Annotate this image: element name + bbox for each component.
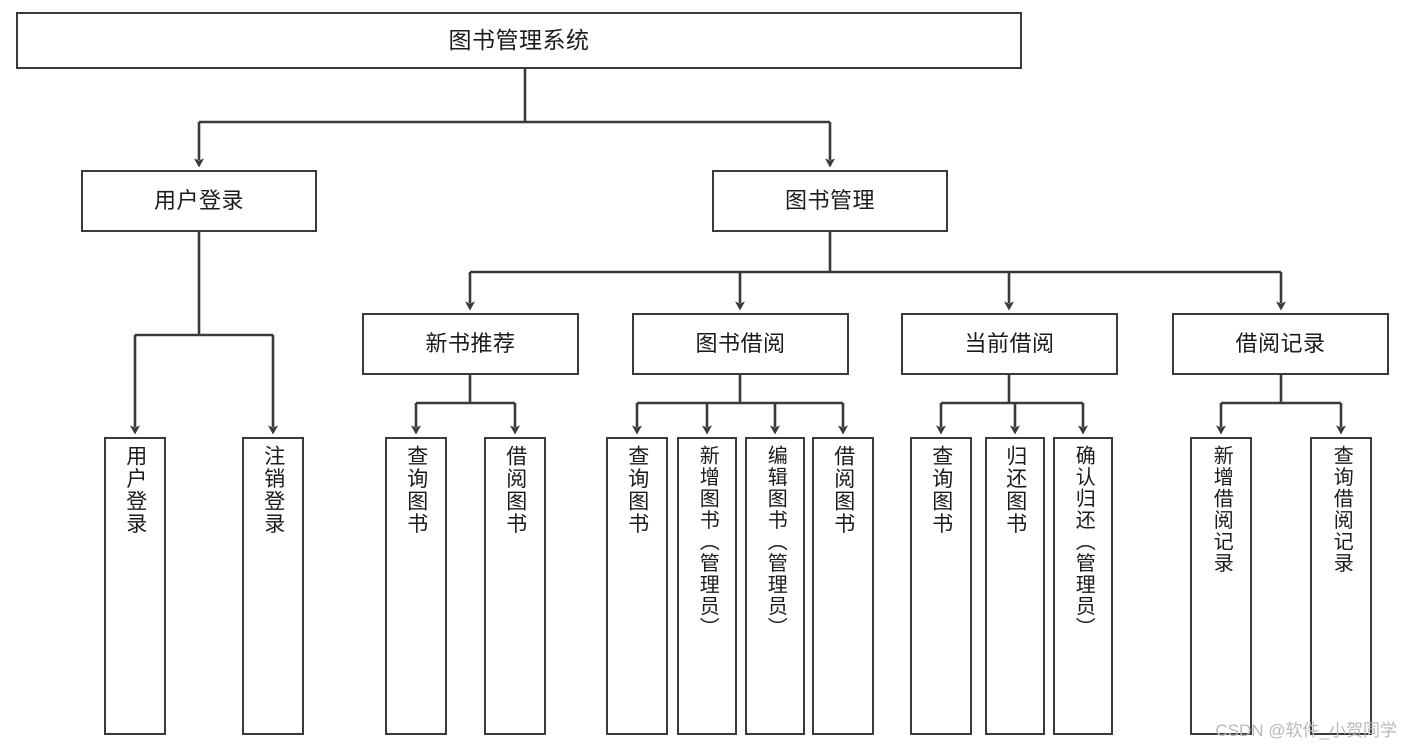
- leaf-borrow-book-borrow-label: 借阅图书: [831, 445, 855, 535]
- leaf-add-borrow-record[interactable]: 新增借阅记录: [1190, 437, 1252, 735]
- node-book-borrow-label: 图书借阅: [695, 331, 786, 357]
- leaf-logout-label: 注销登录: [261, 445, 285, 535]
- node-user-login[interactable]: 用户登录: [81, 170, 317, 232]
- node-root-label: 图书管理系统: [448, 26, 590, 53]
- leaf-add-book-admin-label: 新增图书（管理员）: [696, 445, 719, 639]
- leaf-add-book-admin[interactable]: 新增图书（管理员）: [677, 437, 737, 735]
- leaf-return-book-label: 归还图书: [1003, 445, 1027, 535]
- leaf-query-borrow-record[interactable]: 查询借阅记录: [1310, 437, 1372, 735]
- leaf-query-borrow-record-label: 查询借阅记录: [1330, 445, 1353, 574]
- leaf-borrow-book-recommend-label: 借阅图书: [503, 445, 527, 535]
- leaf-return-book[interactable]: 归还图书: [985, 437, 1045, 735]
- leaf-add-borrow-record-label: 新增借阅记录: [1210, 445, 1233, 574]
- watermark: CSDN @软件_小贺同学: [1215, 721, 1397, 740]
- node-new-book-recommendation-label: 新书推荐: [425, 331, 516, 357]
- node-current-borrow[interactable]: 当前借阅: [901, 313, 1118, 375]
- leaf-edit-book-admin-label: 编辑图书（管理员）: [764, 445, 787, 639]
- leaf-query-book-current[interactable]: 查询图书: [910, 437, 972, 735]
- node-book-management-label: 图书管理: [784, 188, 875, 214]
- leaf-query-book-recommend-label: 查询图书: [404, 445, 428, 535]
- leaf-query-book-borrow[interactable]: 查询图书: [606, 437, 668, 735]
- leaf-user-login-label: 用户登录: [123, 445, 147, 535]
- leaf-confirm-return-admin-label: 确认归还（管理员）: [1072, 445, 1095, 639]
- leaf-borrow-book-borrow[interactable]: 借阅图书: [812, 437, 874, 735]
- leaf-borrow-book-recommend[interactable]: 借阅图书: [484, 437, 546, 735]
- leaf-confirm-return-admin[interactable]: 确认归还（管理员）: [1053, 437, 1113, 735]
- node-borrow-record[interactable]: 借阅记录: [1172, 313, 1389, 375]
- leaf-query-book-borrow-label: 查询图书: [625, 445, 649, 535]
- leaf-query-book-current-label: 查询图书: [929, 445, 953, 535]
- node-root[interactable]: 图书管理系统: [16, 12, 1022, 69]
- leaf-user-login[interactable]: 用户登录: [104, 437, 166, 735]
- node-user-login-label: 用户登录: [153, 188, 244, 214]
- node-book-borrow[interactable]: 图书借阅: [632, 313, 849, 375]
- node-new-book-recommendation[interactable]: 新书推荐: [362, 313, 579, 375]
- leaf-edit-book-admin[interactable]: 编辑图书（管理员）: [745, 437, 805, 735]
- node-current-borrow-label: 当前借阅: [964, 331, 1055, 357]
- leaf-logout[interactable]: 注销登录: [242, 437, 304, 735]
- node-borrow-record-label: 借阅记录: [1235, 331, 1326, 357]
- node-book-management[interactable]: 图书管理: [712, 170, 948, 232]
- leaf-query-book-recommend[interactable]: 查询图书: [385, 437, 447, 735]
